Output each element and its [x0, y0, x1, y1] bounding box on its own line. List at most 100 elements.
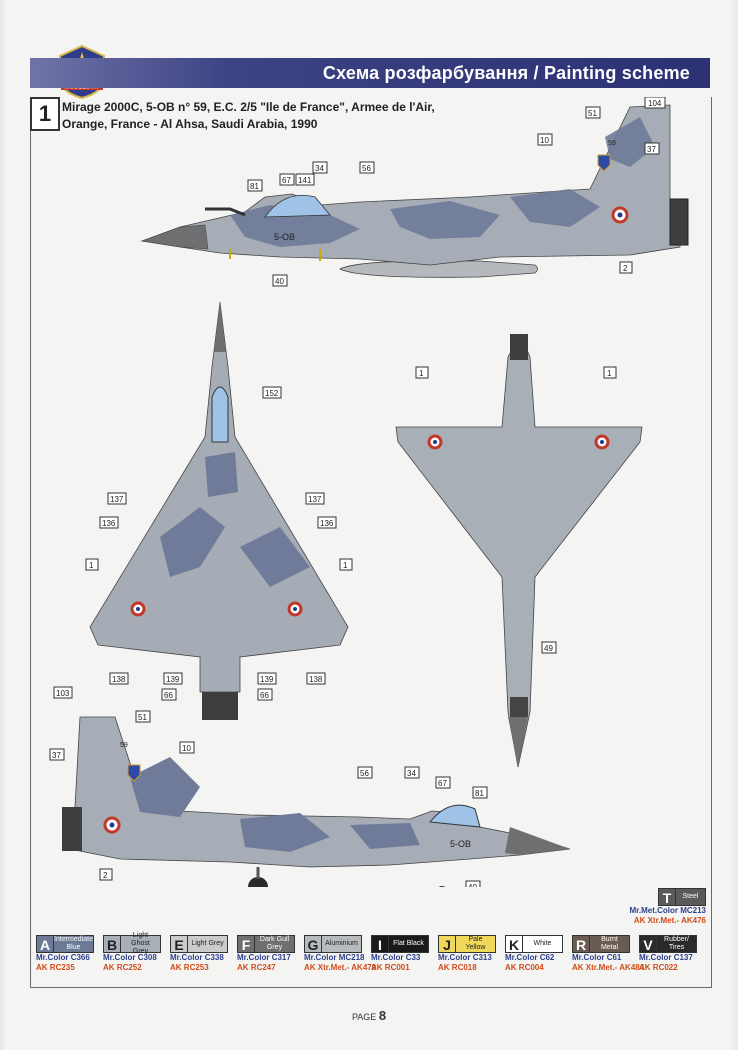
svg-text:81: 81 — [475, 789, 484, 798]
svg-text:37: 37 — [52, 751, 61, 760]
svg-text:136: 136 — [102, 519, 116, 528]
swatch-name: Rubber/ Tires — [657, 935, 697, 953]
svg-text:1: 1 — [607, 369, 612, 378]
title-banner: Схема розфарбування / Painting scheme — [30, 58, 710, 88]
svg-text:103: 103 — [56, 689, 70, 698]
callout-40: 40 — [272, 274, 288, 287]
steel-mr-label: Mr.Met.Color — [629, 906, 678, 915]
tail-number-top: 59 — [608, 140, 616, 147]
swatch-letter: K — [505, 935, 523, 953]
swatch-name: Steel — [676, 888, 706, 906]
svg-text:2: 2 — [623, 264, 628, 273]
svg-text:1: 1 — [419, 369, 424, 378]
mr-label: Mr.Color — [438, 953, 471, 962]
mr-code: C62 — [539, 953, 555, 962]
ak-label: AK — [371, 963, 383, 972]
ak-label: AK — [505, 963, 517, 972]
callout-66-left: 66 — [161, 688, 177, 701]
swatch-letter: T — [658, 888, 676, 906]
svg-text:40: 40 — [468, 883, 477, 887]
callout-49: 49 — [541, 641, 557, 654]
callout-1-under-right: 1 — [603, 366, 617, 379]
ak-code: RC247 — [250, 963, 276, 972]
scheme-caption-line2: Orange, France - Al Ahsa, Saudi Arabia, … — [62, 117, 318, 131]
nose-code-top: 5-OB — [274, 232, 295, 242]
svg-text:51: 51 — [138, 713, 147, 722]
svg-text:67: 67 — [438, 779, 447, 788]
aircraft-drawings: 5-OB 59 — [62, 104, 689, 887]
svg-text:139: 139 — [260, 675, 274, 684]
swatch-name: Light Grey — [188, 935, 228, 953]
svg-text:67: 67 — [282, 176, 291, 185]
svg-text:137: 137 — [308, 495, 322, 504]
mr-label: Mr.Color — [572, 953, 605, 962]
callout-67-lower: 67 — [435, 776, 451, 789]
ak-code: RC253 — [183, 963, 209, 972]
swatch-letter: F — [237, 935, 255, 953]
callout-56: 56 — [359, 161, 375, 174]
svg-text:138: 138 — [309, 675, 323, 684]
ak-code: RC001 — [384, 963, 410, 972]
callout-141: 141 — [295, 173, 315, 186]
svg-text:2: 2 — [103, 871, 108, 880]
mr-code: C33 — [405, 953, 421, 962]
svg-text:51: 51 — [588, 109, 597, 118]
callout-104: 104 — [644, 97, 666, 109]
mr-code: C137 — [673, 953, 693, 962]
ak-label: AK — [103, 963, 115, 972]
swatch-letter: J — [438, 935, 456, 953]
callout-138-left: 138 — [109, 672, 129, 685]
ak-code: RC004 — [518, 963, 544, 972]
paint-swatch-steel: T Steel Mr.Met.Color MC213 AK Xtr.Met.- … — [622, 888, 706, 932]
swatch-letter: R — [572, 935, 590, 953]
mr-label: Mr.Color — [103, 953, 136, 962]
ak-label: AK — [237, 963, 249, 972]
mr-code: C308 — [137, 953, 157, 962]
side-profile-right: 5-OB 59 — [62, 716, 571, 887]
callout-136-right: 136 — [317, 516, 337, 529]
swatch-name: Flat Black — [389, 935, 429, 953]
callout-37-lower: 37 — [49, 748, 65, 761]
svg-text:37: 37 — [647, 145, 656, 154]
callout-56-lower: 56 — [357, 766, 373, 779]
page-label: PAGE — [351, 1012, 377, 1022]
scheme-caption-line1: Mirage 2000C, 5-OB n° 59, E.C. 2/5 "Ile … — [62, 100, 435, 114]
svg-text:1: 1 — [89, 561, 94, 570]
callout-66-right: 66 — [257, 688, 273, 701]
svg-text:66: 66 — [260, 691, 269, 700]
callout-10: 10 — [537, 133, 553, 146]
callout-67: 67 — [279, 173, 295, 186]
mr-label: Mr.Color — [237, 953, 270, 962]
callout-136-left: 136 — [99, 516, 119, 529]
steel-ak-label: AK Xtr.Met.- — [633, 916, 680, 925]
svg-text:34: 34 — [407, 769, 416, 778]
scheme-number: 1 — [30, 97, 60, 131]
tail-number-lower: 59 — [120, 742, 128, 749]
svg-text:66: 66 — [164, 691, 173, 700]
callout-40-lower: 40 — [465, 880, 481, 887]
callout-137-left: 137 — [107, 492, 127, 505]
svg-text:137: 137 — [110, 495, 124, 504]
ak-code: RC252 — [116, 963, 142, 972]
swatch-letter: I — [371, 935, 389, 953]
callout-2-lower: 2 — [99, 868, 113, 881]
callout-139-left: 139 — [163, 672, 183, 685]
callout-1-plan-left: 1 — [85, 558, 99, 571]
swatch-letter: V — [639, 935, 657, 953]
side-profile-left: 5-OB 59 — [140, 104, 689, 278]
callout-layer: 104 51 10 37 34 56 67 141 81 40 2 152 13… — [49, 97, 666, 887]
svg-text:104: 104 — [648, 99, 662, 108]
page-number: 8 — [378, 1008, 387, 1023]
ak-label: AK — [170, 963, 182, 972]
mr-code: C338 — [204, 953, 224, 962]
svg-text:49: 49 — [544, 644, 553, 653]
callout-103: 103 — [53, 686, 73, 699]
